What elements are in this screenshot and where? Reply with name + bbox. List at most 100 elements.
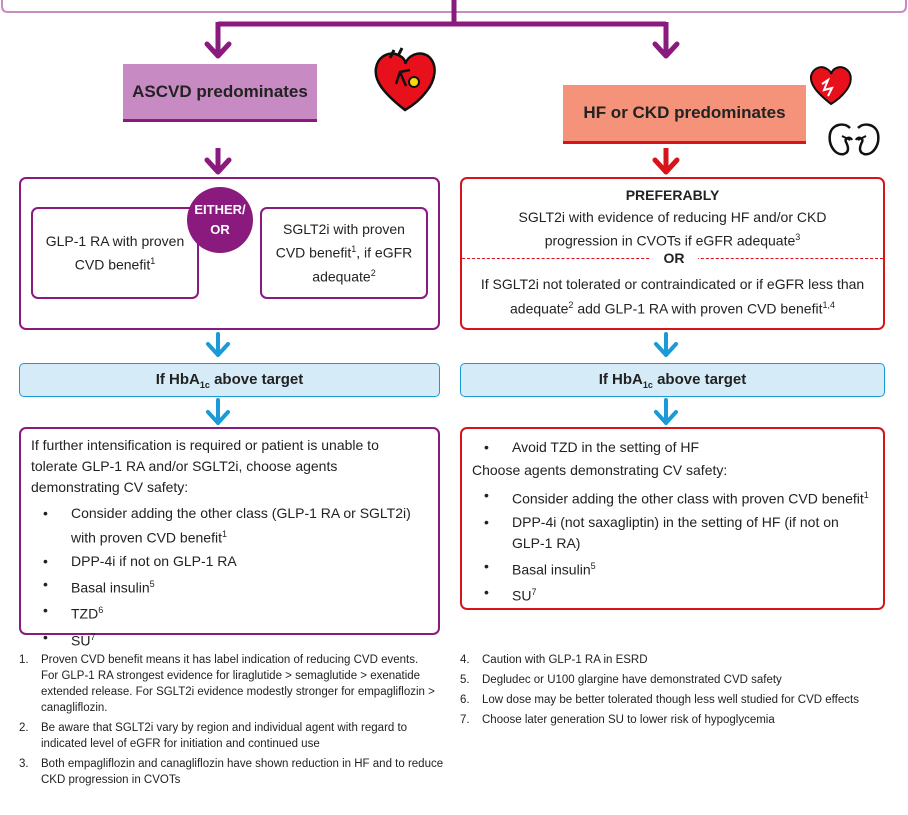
right-hba1c-bar: If HbA1c above target bbox=[460, 363, 885, 397]
footnote-number: 1. bbox=[19, 654, 29, 666]
hba1c-suffix: above target bbox=[652, 370, 747, 388]
list-item-text: Consider adding the other class with pro… bbox=[512, 490, 864, 507]
connector-lines bbox=[1, 0, 907, 175]
footnote-ref: 1 bbox=[221, 529, 227, 539]
right-intensification-panel: Avoid TZD in the setting of HF Choose ag… bbox=[460, 427, 885, 610]
footnote: 5. Degludec or U100 glargine have demonst… bbox=[460, 672, 900, 688]
footnote-line: Both empagliflozin and canagliflozin hav… bbox=[41, 758, 444, 770]
footnote-line: canagliflozin. bbox=[41, 702, 108, 714]
alternative-text-2: add GLP-1 RA with proven CVD benefit bbox=[573, 300, 823, 317]
hba1c-sub: 1c bbox=[642, 379, 653, 390]
hba1c-sub: 1c bbox=[199, 379, 210, 390]
kidney-icon bbox=[828, 123, 880, 156]
list-item-text: Consider adding the other class (GLP-1 R… bbox=[71, 505, 411, 546]
hba1c-prefix: If HbA bbox=[598, 370, 643, 388]
footnote-number: 7. bbox=[460, 714, 470, 726]
avoid-text: Avoid TZD in the setting of HF bbox=[512, 439, 700, 455]
footnote-line: Low dose may be better tolerated though … bbox=[482, 694, 859, 706]
footnotes-right: 4. Caution with GLP-1 RA in ESRD 5. Deglud… bbox=[460, 652, 900, 732]
list-item-text: Basal insulin bbox=[512, 561, 591, 578]
footnote-ref: 5 bbox=[590, 560, 596, 571]
left-hba1c-bar: If HbA1c above target bbox=[19, 363, 440, 397]
footnotes-left: 1. Proven CVD benefit means it has label… bbox=[19, 652, 459, 792]
list-item: SU7 bbox=[31, 627, 426, 652]
left-intensification-panel: If further intensification is required o… bbox=[19, 427, 440, 649]
footnote: 7.Choose later generation SU to lower ri… bbox=[460, 712, 900, 728]
list-item: TZD6 bbox=[31, 600, 426, 625]
list-item-text: DPP-4i (not saxagliptin) in the setting … bbox=[512, 513, 839, 551]
either-text: EITHER/ bbox=[194, 202, 246, 217]
footnote: 1. Proven CVD benefit means it has label… bbox=[19, 652, 459, 716]
either-or-badge: EITHER/ OR bbox=[187, 187, 253, 253]
ascvd-header: ASCVD predominates bbox=[123, 64, 317, 122]
footnote-line: indicated level of eGFR for initiation a… bbox=[41, 738, 320, 750]
footnote-ref: 1 bbox=[863, 490, 869, 500]
footnote-line: For GLP-1 RA strongest evidence for lira… bbox=[41, 670, 421, 682]
right-options-panel bbox=[460, 177, 885, 330]
footnote-ref: 3 bbox=[795, 232, 801, 242]
or-text: OR bbox=[210, 222, 230, 237]
list-item: Basal insulin5 bbox=[31, 574, 426, 599]
hf-ckd-header-label: HF or CKD predominates bbox=[583, 103, 786, 122]
list-item: Avoid TZD in the setting of HF bbox=[472, 437, 873, 458]
glp1-option-text: GLP-1 RA with proven CVD benefit bbox=[45, 233, 185, 273]
hba1c-prefix: If HbA bbox=[155, 370, 200, 388]
list-item: Consider adding the other class (GLP-1 R… bbox=[31, 503, 426, 549]
hf-ckd-header: HF or CKD predominates bbox=[563, 85, 806, 144]
footnote-line: Proven CVD benefit means it has label in… bbox=[41, 654, 419, 666]
footnote-ref: 1 bbox=[150, 256, 156, 267]
footnote-ref: 7 bbox=[531, 587, 537, 598]
alternative-text: If SGLT2i not tolerated or contraindicat… bbox=[470, 274, 875, 320]
choose-agents-text: Choose agents demonstrating CV safety: bbox=[472, 462, 728, 478]
list-item-text: SU bbox=[512, 587, 532, 604]
alternative-text-1: If SGLT2i not tolerated or contraindicat… bbox=[480, 276, 865, 317]
footnote-ref: 6 bbox=[98, 605, 104, 616]
list-item: Basal insulin5 bbox=[472, 556, 873, 581]
footnote-line: extended release. For SGLT2i evidence mo… bbox=[41, 686, 435, 698]
list-item-text: DPP-4i if not on GLP-1 RA bbox=[71, 552, 237, 569]
footnote-ref: 2 bbox=[370, 268, 376, 278]
footnote-line: Be aware that SGLT2i vary by region and … bbox=[41, 722, 408, 734]
footnote-ref: 1 bbox=[351, 244, 357, 255]
list-item: DPP-4i (not saxagliptin) in the setting … bbox=[472, 512, 873, 554]
list-item-text: TZD bbox=[71, 605, 99, 622]
footnote: 4. Caution with GLP-1 RA in ESRD bbox=[460, 652, 900, 668]
footnote-number: 6. bbox=[460, 694, 470, 706]
avoid-list: Avoid TZD in the setting of HF bbox=[472, 437, 873, 458]
footnote-ref: 1,4 bbox=[822, 300, 835, 310]
footnote-line: Degludec or U100 glargine have demonstra… bbox=[482, 674, 782, 686]
footnote-line: Caution with GLP-1 RA in ESRD bbox=[482, 654, 648, 666]
footnote-ref: 2 bbox=[568, 300, 574, 310]
footnote-number: 2. bbox=[19, 722, 29, 734]
footnote: 2. Be aware that SGLT2i vary by region a… bbox=[19, 720, 459, 752]
list-item: SU7 bbox=[472, 582, 873, 607]
preferably-label: PREFERABLY bbox=[625, 187, 720, 203]
sglt2i-option-text-2: , if eGFR adequate bbox=[312, 245, 413, 285]
preferred-text: SGLT2i with evidence of reducing HF and/… bbox=[490, 207, 855, 251]
footnote: 3. Both empagliflozin and canagliflozin … bbox=[19, 756, 459, 788]
hba1c-suffix: above target bbox=[209, 370, 304, 388]
heart-icon bbox=[374, 47, 436, 112]
preferred-text-body: SGLT2i with evidence of reducing HF and/… bbox=[518, 209, 827, 249]
footnote-number: 5. bbox=[460, 674, 470, 686]
blue-arrows bbox=[206, 332, 678, 425]
list-item-text: Basal insulin bbox=[71, 579, 150, 596]
ascvd-header-label: ASCVD predominates bbox=[132, 81, 308, 101]
list-item-text: SU bbox=[71, 632, 91, 649]
sglt2i-option: SGLT2i with proven CVD benefit1, if eGFR… bbox=[260, 207, 428, 299]
footnote-ref: 7 bbox=[90, 631, 96, 642]
footnote-number: 3. bbox=[19, 758, 29, 770]
footnote: 6. Low dose may be better tolerated thoug… bbox=[460, 692, 900, 708]
footnote-line: CKD progression in CVOTs bbox=[41, 774, 181, 786]
heart-icon bbox=[809, 66, 852, 106]
left-options-panel bbox=[19, 177, 440, 330]
sglt2i-option-text: SGLT2i with proven CVD benefit bbox=[275, 221, 405, 261]
intensification-intro: If further intensification is required o… bbox=[31, 437, 379, 495]
footnote-number: 4. bbox=[460, 654, 470, 666]
glp1-option: GLP-1 RA with proven CVD benefit1 bbox=[31, 207, 199, 299]
left-agent-list: Consider adding the other class (GLP-1 R… bbox=[31, 503, 426, 652]
footnote-ref: 5 bbox=[149, 578, 155, 589]
or-label: OR bbox=[650, 250, 698, 266]
list-item: Consider adding the other class with pro… bbox=[472, 485, 873, 510]
right-agent-list: Consider adding the other class with pro… bbox=[472, 485, 873, 607]
